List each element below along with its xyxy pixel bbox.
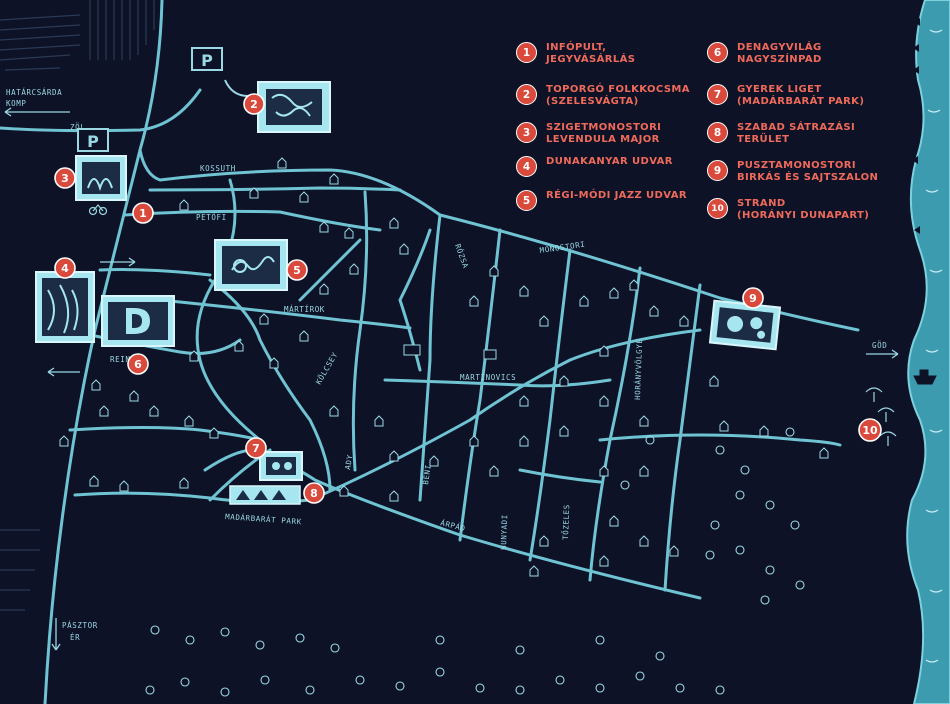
legend-number: 3: [516, 122, 537, 143]
parking-sign[interactable]: P: [191, 47, 223, 71]
legend-label: PUSZTAMONOSTORI BIRKÁS ÉS SAJTSZALON: [737, 160, 879, 183]
venue-folkkocsma[interactable]: [257, 81, 331, 133]
legend-number: 9: [707, 160, 728, 181]
svg-text:9: 9: [749, 292, 757, 305]
svg-text:7: 7: [252, 442, 260, 455]
svg-text:5: 5: [293, 264, 301, 277]
legend-label: STRAND (HORÁNYI DUNAPART): [737, 198, 870, 221]
venue-dunakanyar[interactable]: [35, 271, 95, 343]
legend-item-6[interactable]: 6 DENAGYVILÁG NAGYSZÍNPAD: [707, 42, 822, 66]
street-madarbarat: MADÁRBARÁT PARK: [225, 512, 302, 526]
legend-item-4[interactable]: 4 DUNAKANYAR UDVAR: [516, 156, 673, 177]
svg-text:6: 6: [134, 358, 142, 371]
beach-umbrellas: [865, 387, 897, 446]
street-zol: ZÖL: [70, 123, 85, 132]
houses: [59, 157, 829, 577]
svg-text:4: 4: [61, 262, 69, 275]
venue-gyerek-liget[interactable]: [259, 451, 303, 481]
svg-text:1: 1: [139, 207, 147, 220]
pin-7[interactable]: 7: [245, 437, 267, 459]
pin-9[interactable]: 9: [742, 287, 764, 309]
boat-icon: [913, 369, 937, 385]
legend-number: 6: [707, 42, 728, 63]
legend-label: INFÓPULT, JEGYVÁSÁRLÁS: [546, 42, 636, 65]
parking-sign-2[interactable]: P: [77, 128, 109, 152]
venue-birkas[interactable]: [708, 299, 782, 351]
legend-label: GYEREK LIGET (MADÁRBARÁT PARK): [737, 84, 865, 107]
legend-item-9[interactable]: 9 PUSZTAMONOSTORI BIRKÁS ÉS SAJTSZALON: [707, 160, 878, 184]
west-arrow: [47, 367, 80, 377]
street-rozsa: RÓZSA: [453, 243, 470, 270]
pin-4[interactable]: 4: [54, 257, 76, 279]
pin-1[interactable]: 1: [132, 202, 154, 224]
street-ady: ADY: [343, 454, 355, 471]
street-beni: BENI: [421, 464, 433, 486]
legend-number: 8: [707, 122, 728, 143]
camper-icon: [403, 344, 497, 360]
street-tozeles: TŐZELES: [561, 504, 571, 540]
legend-number: 4: [516, 156, 537, 177]
legend-item-3[interactable]: 3 SZIGETMONOSTORI LEVENDULA MAJOR: [516, 122, 661, 146]
svg-text:8: 8: [310, 487, 318, 500]
legend-item-1[interactable]: 1 INFÓPULT, JEGYVÁSÁRLÁS: [516, 42, 635, 66]
svg-text:PÁSZTOR: PÁSZTOR: [62, 621, 98, 630]
pasztor-direction[interactable]: PÁSZTOR ÉR: [51, 618, 98, 651]
venue-satrazas[interactable]: [229, 485, 301, 505]
god-direction[interactable]: GÖD: [866, 341, 899, 359]
legend-number: 7: [707, 84, 728, 105]
svg-text:P: P: [87, 132, 99, 151]
svg-text:GÖD: GÖD: [872, 341, 887, 350]
svg-text:ÉR: ÉR: [70, 633, 80, 642]
legend-label: RÉGI-MÓDI JAZZ UDVAR: [546, 190, 687, 201]
pin-8[interactable]: 8: [303, 482, 325, 504]
pin-3[interactable]: 3: [54, 167, 76, 189]
legend-label: DUNAKANYAR UDVAR: [546, 156, 673, 167]
legend-number: 1: [516, 42, 537, 63]
river-waves: [925, 29, 943, 663]
pin-6[interactable]: 6: [127, 353, 149, 375]
legend-label: SZIGETMONOSTORI LEVENDULA MAJOR: [546, 122, 662, 145]
legend-label: SZABAD SÁTRAZÁSI TERÜLET: [737, 122, 856, 145]
pin-5[interactable]: 5: [286, 259, 308, 281]
pin-2[interactable]: 2: [243, 93, 265, 115]
venue-levendula[interactable]: [75, 155, 127, 201]
legend-item-10[interactable]: 10 STRAND (HORÁNYI DUNAPART): [707, 198, 869, 222]
legend-number: 10: [707, 198, 728, 219]
street-kolcsey: KÖLCSEY: [314, 350, 340, 386]
road-arrow: [100, 257, 136, 267]
legend: 1 INFÓPULT, JEGYVÁSÁRLÁS 2 TOPORGÓ FOLKKOC…: [516, 42, 911, 232]
svg-text:P: P: [201, 51, 213, 70]
street-martirok: MÁRTÍROK: [284, 305, 325, 314]
legend-item-5[interactable]: 5 RÉGI-MÓDI JAZZ UDVAR: [516, 190, 687, 211]
street-kossuth: KOSSUTH: [200, 164, 236, 173]
street-martinovics: MARTINOVICS: [460, 373, 516, 382]
pin-10[interactable]: 10: [858, 418, 882, 442]
street-hunyadi: HUNYADI: [499, 514, 509, 550]
ferry-label-line1: HATÁRCSÁRDA: [6, 88, 62, 97]
ferry-label-line2: KOMP: [6, 99, 26, 108]
field-hatching: [0, 0, 155, 611]
svg-text:10: 10: [862, 424, 878, 437]
svg-text:2: 2: [250, 98, 258, 111]
ferry-direction[interactable]: HATÁRCSÁRDA KOMP: [4, 88, 70, 117]
legend-item-8[interactable]: 8 SZABAD SÁTRAZÁSI TERÜLET: [707, 122, 855, 146]
street-horanyvolgye: HORÁNYVÖLGYE: [633, 338, 644, 400]
bicycle-icon: [88, 204, 108, 216]
legend-item-2[interactable]: 2 TOPORGÓ FOLKKOCSMA (SZELESVÁGTA): [516, 84, 690, 108]
venue-denagyvilag[interactable]: [101, 295, 175, 347]
legend-label: TOPORGÓ FOLKKOCSMA (SZELESVÁGTA): [546, 84, 690, 107]
street-petofi: PETŐFI: [196, 213, 227, 222]
legend-number: 5: [516, 190, 537, 211]
legend-label: DENAGYVILÁG NAGYSZÍNPAD: [737, 42, 822, 65]
trees: [145, 427, 805, 697]
venue-jazz[interactable]: [214, 239, 288, 291]
legend-item-7[interactable]: 7 GYEREK LIGET (MADÁRBARÁT PARK): [707, 84, 864, 108]
legend-number: 2: [516, 84, 537, 105]
svg-text:3: 3: [61, 172, 69, 185]
street-rein: REIN: [110, 355, 130, 364]
